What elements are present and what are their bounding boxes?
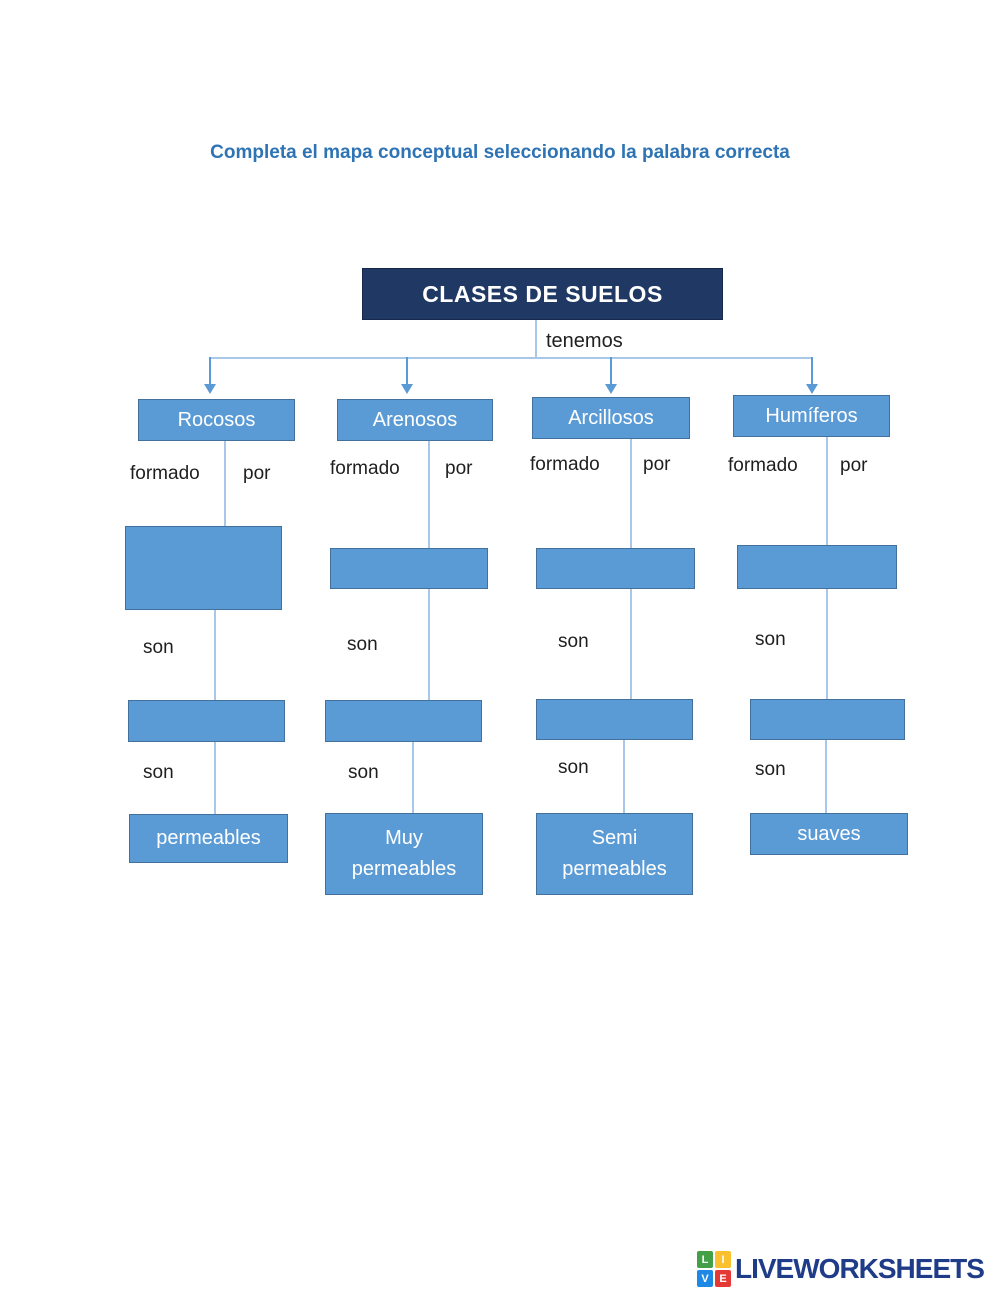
liveworksheets-logo: L I V E LIVEWORKSHEETS	[697, 1251, 985, 1287]
answer-blank-humiferos-son[interactable]	[750, 699, 905, 740]
logo-tile-v: V	[697, 1270, 713, 1287]
arrow-down-icon	[806, 384, 818, 394]
answer-node-label: Semi	[591, 827, 638, 849]
answer-blank-arcillosos-son[interactable]	[536, 699, 693, 740]
formado-label: formado	[330, 458, 400, 479]
son-label: son	[558, 631, 589, 652]
answer-node-suaves[interactable]: suaves	[750, 813, 908, 855]
connector-line	[826, 437, 828, 545]
answer-node-permeables[interactable]: permeables	[129, 814, 288, 863]
formado-label: formado	[728, 455, 798, 476]
arrow-down-icon	[204, 384, 216, 394]
connector-line	[214, 742, 216, 814]
arrow-down-icon	[811, 357, 813, 385]
answer-blank-arcillosos-formado-por[interactable]	[536, 548, 695, 589]
answer-node-label: permeables	[351, 858, 457, 880]
answer-blank-humiferos-formado-por[interactable]	[737, 545, 897, 589]
connector-line	[825, 740, 827, 813]
connector-line	[826, 589, 828, 699]
answer-node-label: permeables	[562, 858, 667, 880]
arrow-down-icon	[605, 384, 617, 394]
son-label: son	[558, 757, 589, 778]
answer-blank-arenosos-formado-por[interactable]	[330, 548, 488, 589]
arrow-down-icon	[610, 357, 612, 385]
category-node-arcillosos: Arcillosos	[532, 397, 690, 439]
connector-line	[214, 610, 216, 700]
connector-line	[412, 742, 414, 813]
por-label: por	[445, 458, 473, 479]
arrow-down-icon	[209, 357, 211, 385]
son-label: son	[143, 637, 174, 658]
branch-rail-line	[209, 357, 813, 359]
answer-blank-rocosos-son[interactable]	[128, 700, 285, 742]
answer-blank-arenosos-son[interactable]	[325, 700, 482, 742]
logo-tile-i: I	[715, 1251, 731, 1268]
formado-label: formado	[130, 463, 200, 484]
connector-line	[630, 439, 632, 548]
answer-node-label: permeables	[156, 827, 261, 849]
son-label: son	[143, 762, 174, 783]
answer-blank-rocosos-formado-por[interactable]	[125, 526, 282, 610]
category-node-arenosos: Arenosos	[337, 399, 493, 441]
arrow-down-icon	[406, 357, 408, 385]
connector-line	[535, 320, 537, 358]
por-label: por	[243, 463, 271, 484]
connector-line	[428, 589, 430, 700]
por-label: por	[840, 455, 868, 476]
connector-line	[428, 441, 430, 548]
connector-line	[224, 441, 226, 526]
root-connector-label: tenemos	[546, 330, 623, 352]
answer-node-label: Muy	[385, 827, 423, 849]
logo-tile-e: E	[715, 1270, 731, 1287]
category-node-humiferos: Humíferos	[733, 395, 890, 437]
connector-line	[623, 740, 625, 813]
category-node-rocosos: Rocosos	[138, 399, 295, 441]
son-label: son	[347, 634, 378, 655]
answer-node-label: suaves	[797, 822, 861, 845]
root-node-clases-de-suelos: CLASES DE SUELOS	[362, 268, 723, 320]
answer-node-semi-permeables[interactable]: Semi permeables	[536, 813, 693, 895]
son-label: son	[755, 759, 786, 780]
arrow-down-icon	[401, 384, 413, 394]
worksheet-instruction: Completa el mapa conceptual seleccionand…	[210, 142, 790, 163]
formado-label: formado	[530, 454, 600, 475]
connector-line	[630, 589, 632, 699]
por-label: por	[643, 454, 671, 475]
son-label: son	[348, 762, 379, 783]
answer-node-muy-permeables[interactable]: Muy permeables	[325, 813, 483, 895]
liveworksheets-wordmark: LIVEWORKSHEETS	[735, 1253, 985, 1284]
logo-tile-l: L	[697, 1251, 713, 1268]
son-label: son	[755, 629, 786, 650]
liveworksheets-logo-icon: L I V E	[697, 1251, 731, 1287]
